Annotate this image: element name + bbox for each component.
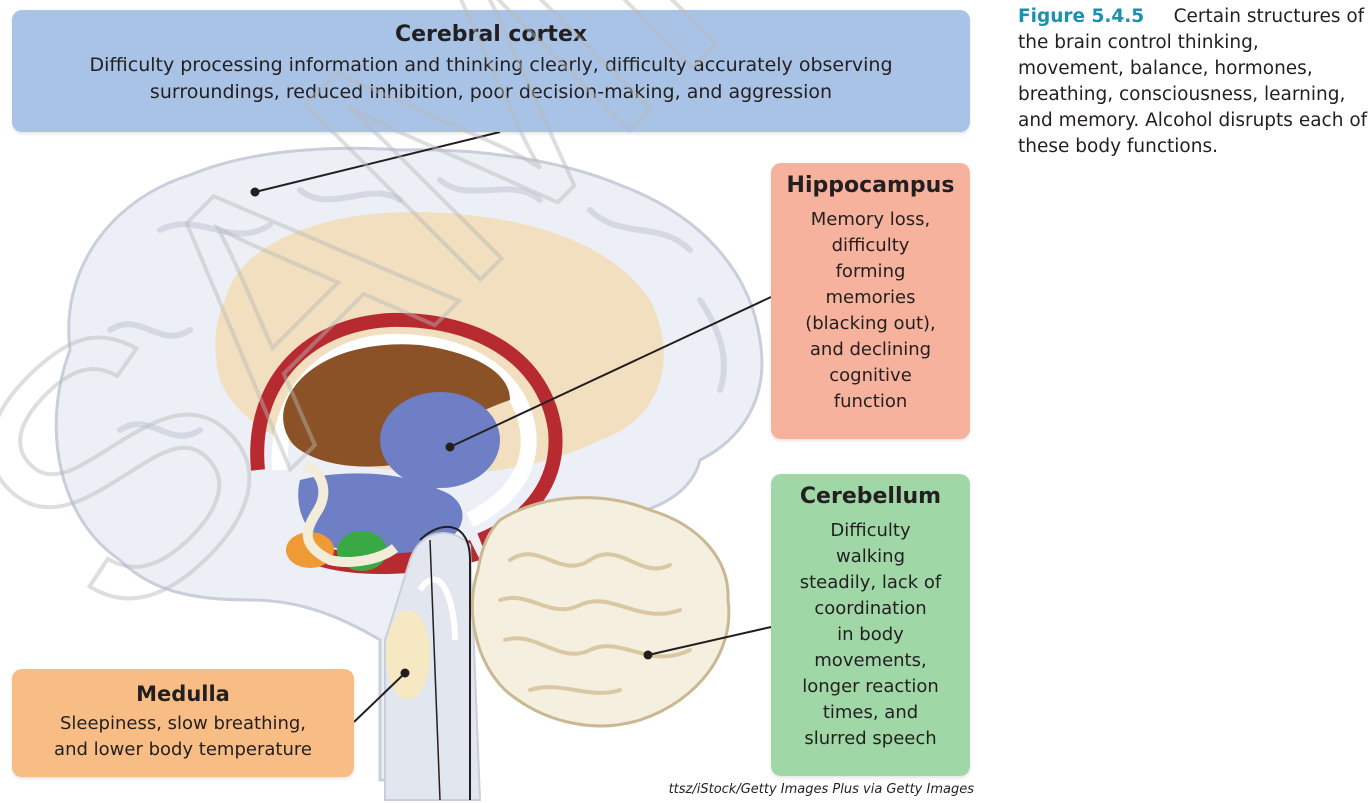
cerebellum-line: times, and: [779, 700, 962, 726]
cerebellum-line: Difficulty: [779, 518, 962, 544]
cerebellum-line: movements,: [779, 648, 962, 674]
hippocampus-dot: [446, 443, 455, 452]
cerebellum-line: longer reaction: [779, 674, 962, 700]
hippocampus-title: Hippocampus: [779, 171, 962, 201]
cerebellum-line: coordination: [779, 596, 962, 622]
cerebellum-dot: [644, 651, 653, 660]
hippocampus-callout: Hippocampus Memory loss, difficulty form…: [771, 163, 970, 439]
medulla-callout: Medulla Sleepiness, slow breathing, and …: [12, 669, 354, 777]
cerebral-cortex-text: Difficulty processing information and th…: [32, 52, 950, 106]
hippocampus-line: Memory loss,: [779, 207, 962, 233]
hippocampus-line: function: [779, 389, 962, 415]
cerebral-cortex-title: Cerebral cortex: [32, 20, 950, 50]
hippocampus-line: memories: [779, 285, 962, 311]
hippocampus-line: difficulty: [779, 233, 962, 259]
figure-spacer: [1150, 6, 1168, 27]
cerebellum-line: in body: [779, 622, 962, 648]
figure-caption-text: Certain structures of the brain control …: [1018, 6, 1367, 157]
hippocampus-line: (blacking out),: [779, 311, 962, 337]
hippocampus-line: forming: [779, 259, 962, 285]
medulla-shape: [386, 610, 430, 700]
medulla-line: Sleepiness, slow breathing,: [22, 711, 344, 737]
cerebellum-line: steadily, lack of: [779, 570, 962, 596]
cerebral-cortex-callout: Cerebral cortex Difficulty processing in…: [12, 10, 970, 132]
medulla-dot: [401, 669, 410, 678]
hippocampus-line: cognitive: [779, 363, 962, 389]
image-credit: ttsz/iStock/Getty Images Plus via Getty …: [560, 781, 974, 799]
medulla-line: and lower body temperature: [22, 737, 344, 763]
cerebellum-title: Cerebellum: [779, 482, 962, 512]
medulla-title: Medulla: [22, 679, 344, 709]
figure-caption: Figure 5.4.5 Certain structures of the b…: [1018, 4, 1368, 160]
cerebellum-line: slurred speech: [779, 726, 962, 752]
figure-label: Figure 5.4.5: [1018, 6, 1144, 27]
cerebellum-callout: Cerebellum Difficulty walking steadily, …: [771, 474, 970, 776]
cortex-dot: [251, 188, 260, 197]
brain-figure: Cerebral cortex Difficulty processing in…: [0, 0, 980, 803]
hippocampus-shape: [380, 392, 500, 488]
hippocampus-line: and declining: [779, 337, 962, 363]
cerebellum-line: walking: [779, 544, 962, 570]
